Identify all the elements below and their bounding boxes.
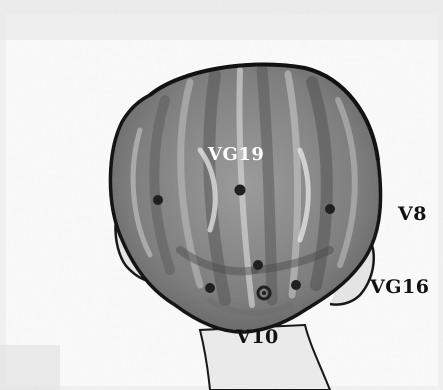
label-vg19: VG19 (208, 146, 264, 164)
label-v8: V8 (398, 205, 427, 224)
label-v10: V10 (236, 328, 279, 347)
label-vg16: VG16 (370, 278, 429, 297)
